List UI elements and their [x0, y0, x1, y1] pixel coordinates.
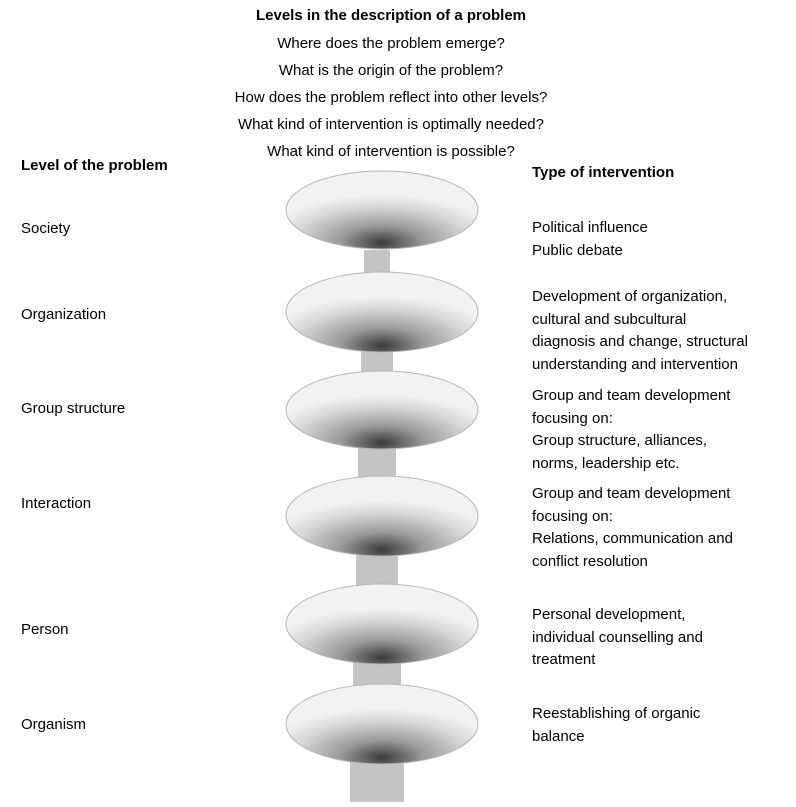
question-1: Where does the problem emerge? [277, 35, 505, 52]
level-of-problem-header: Level of the problem [21, 157, 168, 174]
intervention-line: Reestablishing of organic [532, 705, 701, 722]
intervention-organization: Development of organization, cultural an… [532, 286, 792, 376]
intervention-line: diagnosis and change, structural [532, 333, 748, 350]
disc-organization [285, 271, 479, 353]
intervention-line: conflict resolution [532, 552, 648, 570]
intervention-line: Group and team development [532, 485, 731, 502]
funnel-column [285, 170, 479, 802]
intervention-line: Development of organization, [532, 288, 728, 305]
intervention-society: Political influence Public debate [532, 217, 792, 262]
type-of-intervention-header: Type of intervention [532, 164, 675, 181]
intervention-line: norms, leadership etc. [532, 454, 680, 472]
question-3: How does the problem reflect into other … [234, 89, 548, 106]
intervention-line: cultural and subcultural [532, 310, 687, 328]
disc-group-structure [285, 370, 479, 450]
intervention-line: Political influence [532, 219, 648, 236]
intervention-line: Public debate [532, 241, 623, 259]
level-interaction: Interaction [21, 495, 92, 512]
level-group-structure: Group structure [21, 400, 126, 417]
intervention-line: Group structure, alliances, [532, 432, 708, 449]
disc-interaction [285, 475, 479, 557]
intervention-line: treatment [532, 651, 596, 668]
intervention-person: Personal development, individual counsel… [532, 604, 792, 672]
level-person: Person [21, 621, 69, 638]
intervention-line: individual counselling and [532, 628, 703, 646]
disc-society [285, 170, 479, 250]
disc-person [285, 583, 479, 665]
level-society: Society [21, 220, 71, 237]
level-organism: Organism [21, 716, 87, 733]
intervention-line: focusing on: [532, 409, 613, 427]
question-4: What kind of intervention is optimally n… [237, 116, 544, 133]
diagram-title: Levels in the description of a problem [255, 7, 527, 24]
level-organization: Organization [21, 306, 107, 323]
intervention-line: Relations, communication and [532, 530, 733, 547]
intervention-line: balance [532, 727, 585, 745]
intervention-line: Group and team development [532, 387, 731, 404]
intervention-line: understanding and intervention [532, 355, 738, 373]
intervention-interaction: Group and team development focusing on: … [532, 483, 792, 573]
question-2: What is the origin of the problem? [278, 62, 504, 79]
intervention-line: focusing on: [532, 507, 613, 525]
intervention-organism: Reestablishing of organic balance [532, 703, 792, 748]
question-5: What kind of intervention is possible? [267, 143, 515, 160]
intervention-line: Personal development, [532, 606, 686, 623]
disc-organism [285, 683, 479, 765]
intervention-group-structure: Group and team development focusing on: … [532, 385, 792, 475]
